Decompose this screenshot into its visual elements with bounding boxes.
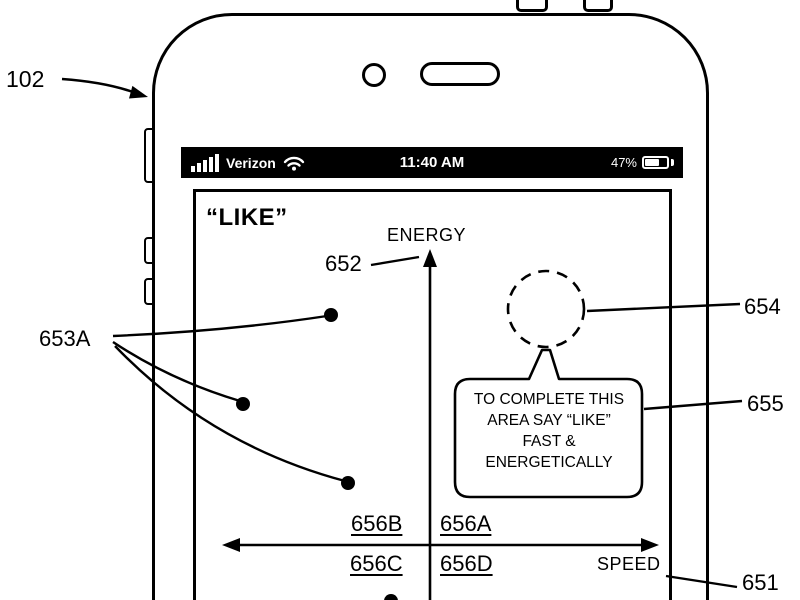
power-button: [583, 0, 613, 12]
bubble-text-line: AREA SAY “LIKE”: [487, 412, 611, 429]
status-bar-right: 47%: [611, 147, 674, 178]
speed-axis-right-arrowhead: [641, 538, 659, 552]
voice-dot-1: [324, 308, 338, 322]
wifi-icon: [283, 156, 304, 171]
ref-655-leader-line: [643, 399, 743, 411]
signal-strength-icon: [191, 153, 219, 172]
ref-652-label: 652: [325, 251, 362, 276]
ref-651-label: 651: [742, 570, 779, 595]
bubble-text-line: ENERGETICALLY: [485, 454, 613, 471]
instruction-bubble-text: TO COMPLETE THIS AREA SAY “LIKE” FAST & …: [459, 389, 639, 473]
clock-label: 11:40 AM: [399, 154, 465, 171]
screen-title: “LIKE”: [206, 204, 288, 231]
mute-switch: [144, 128, 154, 183]
quadrant-label-656D: 656D: [440, 551, 493, 576]
battery-percent-label: 47%: [610, 155, 637, 170]
ref-653A-leader-2: [112, 341, 241, 403]
volume-up-button: [144, 237, 154, 264]
ref-653A-leader-1: [112, 314, 328, 338]
ref-654-leader-line: [586, 302, 741, 313]
energy-axis-arrowhead: [423, 249, 437, 267]
quadrant-label-656A: 656A: [440, 511, 492, 536]
status-bar: Verizon 11:40 AM 47%: [181, 147, 683, 178]
ref-651-leader-line: [665, 574, 738, 589]
speed-axis-label: SPEED: [597, 554, 661, 574]
front-camera-icon: [362, 63, 386, 87]
ref-102-leader-line: [61, 77, 134, 94]
ref-652-leader-line: [370, 255, 420, 267]
phone-top-button: [516, 0, 548, 12]
ref-655-label: 655: [747, 391, 784, 416]
voice-dot-4-partial: [384, 594, 398, 600]
ref-653A-leader-3: [114, 345, 346, 483]
energy-axis-label: ENERGY: [387, 225, 467, 245]
ref-102-arrowhead: [129, 85, 148, 99]
ref-653A-label: 653A: [39, 326, 91, 351]
status-bar-left: Verizon: [191, 147, 305, 178]
carrier-label: Verizon: [226, 154, 276, 171]
bubble-text-line: FAST &: [522, 433, 576, 450]
dashed-target-circle: [506, 269, 586, 349]
speaker-slot: [420, 62, 500, 86]
volume-down-button: [144, 278, 154, 305]
ref-654-label: 654: [744, 294, 781, 319]
battery-icon: [642, 156, 674, 169]
ref-102-label: 102: [6, 66, 45, 92]
speed-axis-left-arrowhead: [222, 538, 240, 552]
quadrant-label-656C: 656C: [350, 551, 403, 576]
voice-dot-3: [341, 476, 355, 490]
voice-dot-2: [236, 397, 250, 411]
quadrant-label-656B: 656B: [351, 511, 403, 536]
instruction-bubble: [453, 348, 644, 499]
bubble-text-line: TO COMPLETE THIS: [473, 391, 625, 408]
